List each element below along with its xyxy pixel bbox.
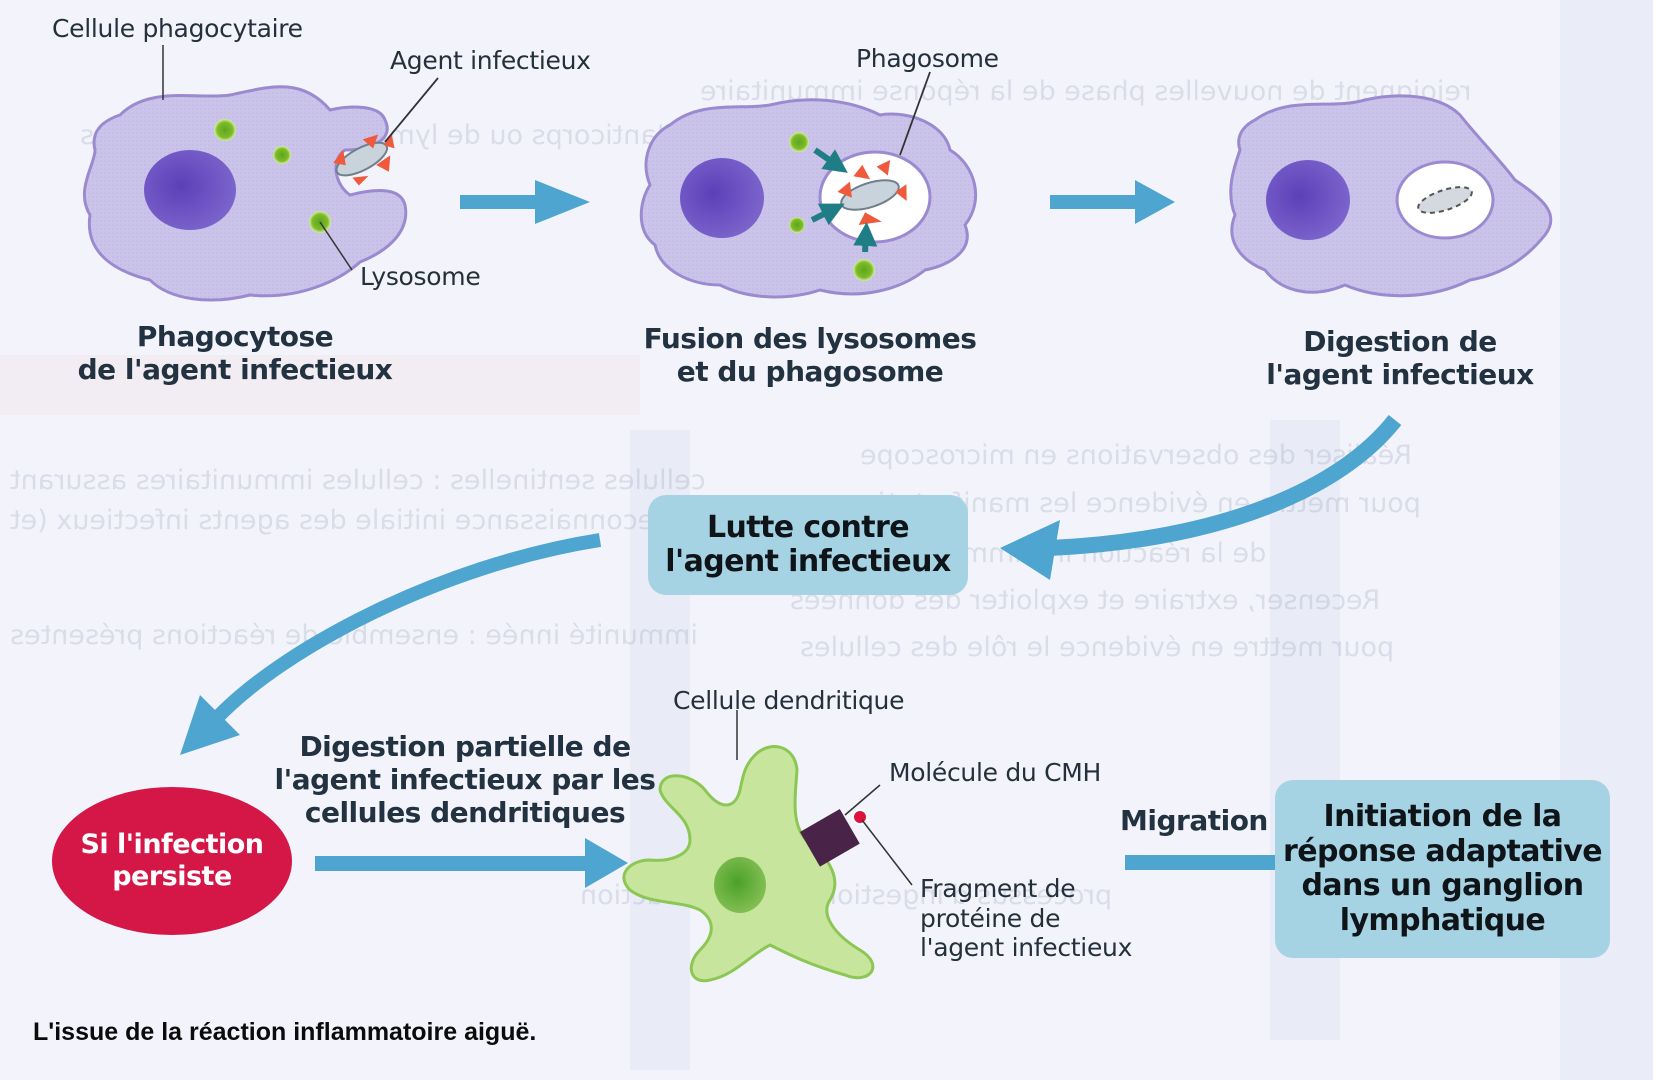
leader-line-phagosome bbox=[899, 71, 931, 156]
lysosome bbox=[789, 132, 809, 152]
persist-line: persiste bbox=[112, 861, 232, 892]
partial-digestion-line: l'agent infectieux par les bbox=[274, 763, 656, 797]
fusion-arrow bbox=[813, 147, 848, 173]
label-dendritic-cell: Cellule dendritique bbox=[673, 686, 905, 715]
partial-digestion-label: Digestion partielle de l'agent infectieu… bbox=[270, 730, 660, 829]
nucleus bbox=[144, 150, 236, 230]
digested-agent bbox=[1417, 186, 1473, 214]
nucleus bbox=[680, 158, 764, 238]
flow-arrow-to-dendritic bbox=[315, 838, 628, 888]
fusion-arrow bbox=[810, 203, 845, 226]
lysosome bbox=[273, 146, 291, 164]
adaptive-box-line: réponse adaptative bbox=[1283, 833, 1603, 869]
fragment-line: l'agent infectieux bbox=[920, 933, 1133, 962]
lysosome bbox=[853, 259, 875, 281]
phagocytic-cell-stage1 bbox=[83, 85, 408, 302]
label-phagocytic-cell: Cellule phagocytaire bbox=[52, 14, 303, 43]
fusion-arrow bbox=[853, 222, 878, 253]
dendritic-nucleus bbox=[714, 857, 766, 913]
stage3-title: Digestion de l'agent infectieux bbox=[1255, 325, 1545, 391]
fight-box-line: l'agent infectieux bbox=[665, 544, 951, 579]
stage1-title-line: de l'agent infectieux bbox=[77, 353, 393, 387]
figure-caption: L'issue de la réaction inflammatoire aig… bbox=[33, 1018, 537, 1046]
stage2-title: Fusion des lysosomes et du phagosome bbox=[640, 322, 980, 388]
label-phagosome: Phagosome bbox=[856, 44, 999, 73]
stage3-title-line: Digestion de bbox=[1303, 325, 1497, 358]
flow-arrow-1 bbox=[460, 180, 590, 224]
curved-arrow-to-fight bbox=[1000, 415, 1402, 580]
cell-body bbox=[83, 85, 408, 302]
partial-digestion-line: cellules dendritiques bbox=[304, 796, 626, 830]
lysosome bbox=[214, 119, 236, 141]
stage3-title-line: l'agent infectieux bbox=[1266, 358, 1534, 392]
leader-line-agent bbox=[384, 77, 439, 143]
leader-line-fragment bbox=[861, 819, 913, 886]
cell-body bbox=[639, 98, 978, 299]
partial-digestion-line: Digestion partielle de bbox=[299, 730, 631, 763]
infectious-agent bbox=[333, 134, 395, 186]
leader-line-lysosome bbox=[319, 221, 353, 271]
cmh-molecule bbox=[799, 808, 860, 867]
fragment-line: protéine de bbox=[920, 903, 1061, 933]
adaptive-box-line: lymphatique bbox=[1339, 902, 1546, 938]
stage2-title-line: Fusion des lysosomes bbox=[643, 322, 977, 355]
persist-line: Si l'infection bbox=[80, 828, 264, 860]
lysosome bbox=[789, 217, 805, 233]
phagocytic-cell-stage3 bbox=[1229, 94, 1553, 298]
flow-arrow-2 bbox=[1050, 180, 1175, 224]
nucleus bbox=[1266, 160, 1350, 240]
fight-box-line: Lutte contre bbox=[707, 509, 910, 545]
fight-infection-box: Lutte contre l'agent infectieux bbox=[648, 495, 968, 595]
label-infectious-agent: Agent infectieux bbox=[390, 46, 591, 75]
dendritic-cell bbox=[622, 745, 875, 983]
infection-persists-oval: Si l'infection persiste bbox=[52, 787, 292, 935]
phagocytic-cell-stage2 bbox=[639, 98, 978, 299]
label-lysosome: Lysosome bbox=[360, 262, 481, 291]
stage2-title-line: et du phagosome bbox=[676, 355, 944, 389]
label-cmh-molecule: Molécule du CMH bbox=[889, 758, 1102, 787]
adaptive-response-box: Initiation de la réponse adaptative dans… bbox=[1275, 780, 1610, 958]
label-antigen-fragment: Fragment de protéine de l'agent infectie… bbox=[920, 874, 1132, 963]
cell-body bbox=[1229, 94, 1553, 298]
antigen-fragment bbox=[852, 809, 868, 825]
fragment-line: Fragment de bbox=[920, 874, 1076, 903]
stage1-title-line: Phagocytose bbox=[136, 320, 334, 353]
label-migration: Migration bbox=[1120, 804, 1268, 837]
stage1-title: Phagocytose de l'agent infectieux bbox=[70, 320, 400, 386]
infectious-agent bbox=[837, 160, 907, 225]
adaptive-box-line: dans un ganglion bbox=[1301, 868, 1584, 903]
curved-arrow-to-persist bbox=[180, 533, 602, 755]
adaptive-box-line: Initiation de la bbox=[1323, 799, 1563, 834]
leader-line-cmh bbox=[844, 784, 881, 816]
